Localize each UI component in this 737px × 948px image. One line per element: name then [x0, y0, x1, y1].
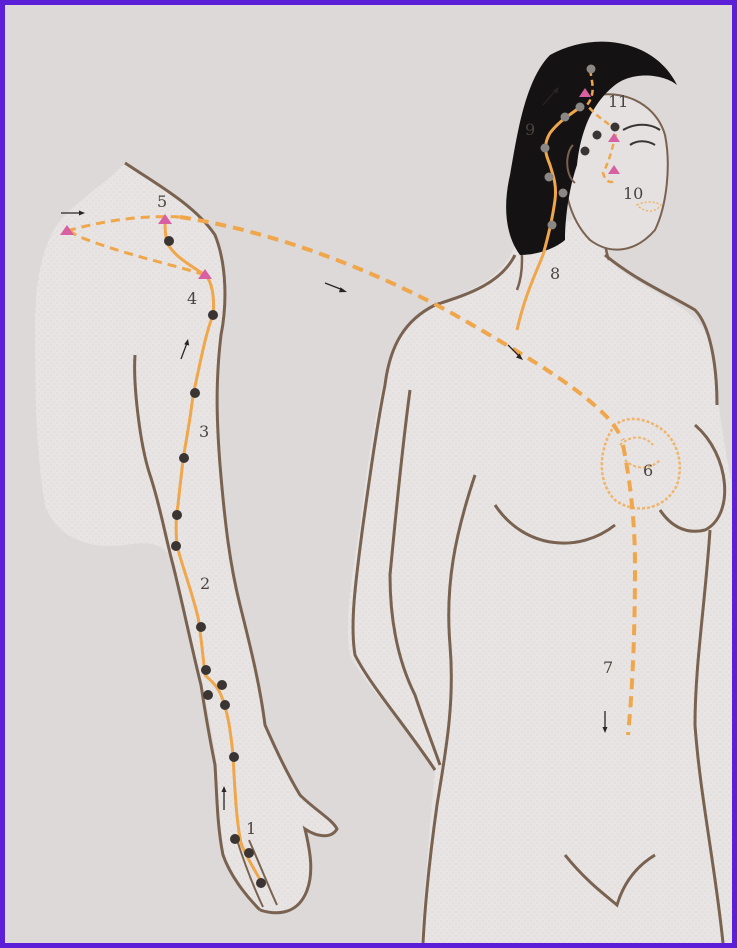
label-6: 6 [643, 461, 653, 480]
label-11: 11 [608, 92, 628, 111]
acupoint [559, 189, 568, 198]
acupoint [545, 173, 554, 182]
label-4: 4 [187, 289, 197, 308]
acupoint [203, 690, 213, 700]
label-9: 9 [525, 120, 535, 139]
acupoint [220, 700, 230, 710]
torso-silhouette [348, 205, 732, 943]
acupoint [548, 221, 557, 230]
acupoint [611, 123, 620, 132]
acupoint [229, 752, 239, 762]
acupoint [576, 103, 585, 112]
acupoint [172, 510, 182, 520]
acupoint [171, 541, 181, 551]
label-10: 10 [623, 184, 643, 203]
acupoint [256, 878, 266, 888]
label-5: 5 [157, 192, 167, 211]
diagram-canvas: 1 2 3 4 5 6 7 8 9 10 11 [5, 5, 732, 943]
label-1: 1 [246, 819, 256, 838]
acupoint [587, 65, 596, 74]
meridian-diagram: 1 2 3 4 5 6 7 8 9 10 11 [5, 5, 732, 943]
label-2: 2 [200, 574, 210, 593]
acupoint [208, 310, 218, 320]
acupoint [164, 236, 174, 246]
acupoint [217, 680, 227, 690]
torso-figure [348, 42, 732, 943]
label-8: 8 [550, 264, 560, 283]
acupoint [541, 144, 550, 153]
label-3: 3 [199, 422, 209, 441]
acupoint [190, 388, 200, 398]
acupoint [593, 131, 602, 140]
acupoint [561, 113, 570, 122]
arm-figure [35, 163, 337, 913]
arrow-icon [325, 283, 347, 292]
acupoint [244, 848, 254, 858]
acupoint [581, 147, 590, 156]
label-7: 7 [603, 658, 613, 677]
acupoint [196, 622, 206, 632]
acupoint [230, 834, 240, 844]
acupoint [179, 453, 189, 463]
arm-silhouette [35, 163, 337, 913]
acupoint [201, 665, 211, 675]
